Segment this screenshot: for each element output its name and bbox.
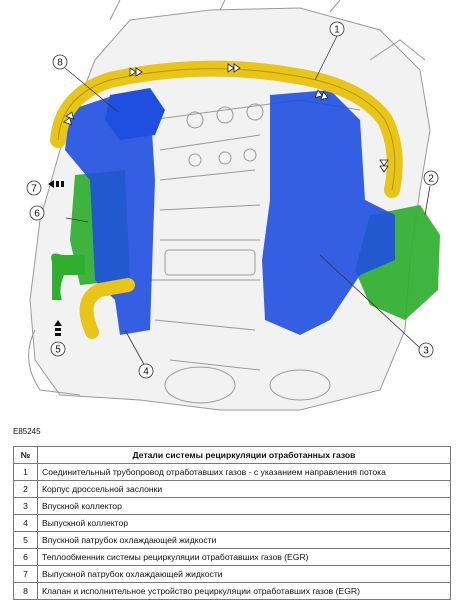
row-text: Впускной патрубок охлаждающей жидкости: [37, 531, 451, 549]
double-chevron-arrow-icon: [379, 159, 389, 173]
table-header-row: № Детали системы рециркуляции отработанн…: [13, 446, 451, 464]
egr-valve-shape: [105, 88, 165, 140]
intake-manifold-shape: [262, 90, 395, 335]
callout-4: 4: [138, 363, 154, 379]
double-chevron-arrow-icon: [227, 63, 241, 73]
row-text: Теплообменник системы рециркуляции отраб…: [37, 548, 451, 566]
row-num: 4: [13, 514, 38, 532]
svg-text:8: 8: [57, 58, 63, 69]
row-text: Соединительный трубопровод отработавших …: [37, 463, 451, 481]
callout-1: 1: [329, 21, 345, 37]
callout-5: 5: [50, 341, 66, 357]
row-text: Выпускной патрубок охлаждающей жидкости: [37, 565, 451, 583]
callout-leader-lines: [64, 35, 431, 369]
parts-table: № Детали системы рециркуляции отработанн…: [13, 446, 451, 600]
row-text: Клапан и исполнительное устройство рецир…: [37, 582, 451, 600]
row-num: 2: [13, 480, 38, 498]
svg-text:7: 7: [31, 184, 37, 195]
flow-arrow-icons: [63, 63, 389, 173]
row-num: 3: [13, 497, 38, 515]
row-num: 8: [13, 582, 38, 600]
figure-id-label: E85245: [13, 427, 41, 436]
row-num: 1: [13, 463, 38, 481]
svg-text:1: 1: [334, 25, 340, 36]
callout-7: 7: [26, 180, 42, 196]
row-num: 6: [13, 548, 38, 566]
callout-8: 8: [52, 54, 68, 70]
double-chevron-arrow-icon: [129, 67, 143, 77]
double-chevron-arrow-icon: [314, 89, 329, 101]
triple-bar-arrow-icon: [54, 320, 62, 336]
row-num: 7: [13, 565, 38, 583]
double-chevron-arrow-icon: [63, 111, 75, 126]
svg-text:3: 3: [423, 346, 429, 357]
egr-system-figure: 1 2 3 4 5 6 7 8: [26, 0, 440, 411]
row-text: Впускной коллектор: [37, 497, 451, 515]
row-num: 5: [13, 531, 38, 549]
svg-text:4: 4: [143, 367, 149, 378]
callout-3: 3: [418, 342, 434, 358]
row-text: Корпус дроссельной заслонки: [37, 480, 451, 498]
row-text: Выпускной коллектор: [37, 514, 451, 532]
exhaust-manifold-shape: [65, 95, 155, 335]
triple-bar-arrow-icon: [48, 180, 64, 188]
callout-2: 2: [423, 170, 439, 186]
header-title: Детали системы рециркуляции отработанных…: [37, 446, 451, 464]
callout-6: 6: [29, 205, 45, 221]
svg-text:5: 5: [55, 345, 61, 356]
header-num: №: [13, 446, 38, 464]
svg-text:6: 6: [34, 209, 40, 220]
svg-text:2: 2: [428, 174, 434, 185]
